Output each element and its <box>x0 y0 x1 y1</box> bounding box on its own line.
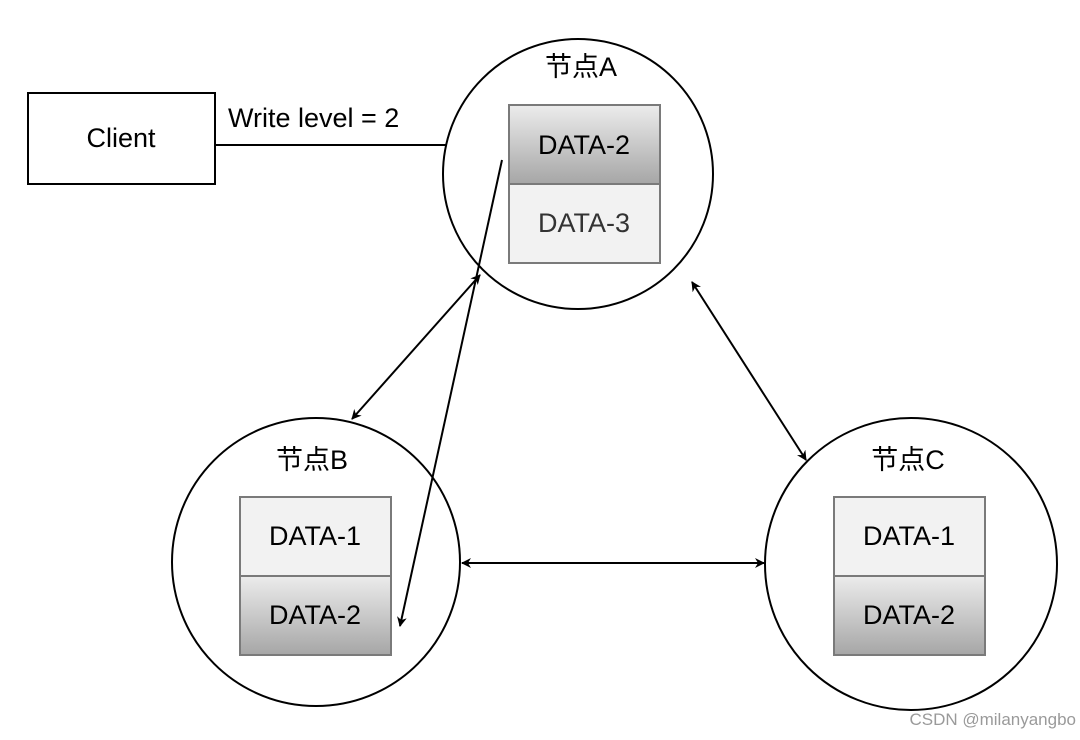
node-a: 节点A DATA-2 DATA-3 <box>442 38 714 310</box>
node-a-cell-2 <box>508 183 661 264</box>
node-b-title: 节点B <box>276 445 348 475</box>
node-b-cell-2 <box>239 575 392 656</box>
node-c: 节点C DATA-1 DATA-2 <box>764 417 1058 711</box>
node-a-title: 节点A <box>545 52 617 82</box>
node-c-cell-1 <box>833 496 986 577</box>
write-level-label: Write level = 2 <box>228 103 399 133</box>
node-a-node-b-link <box>351 274 481 420</box>
node-b-cell-2-label: DATA-2 <box>269 600 361 630</box>
node-b-cell-1 <box>239 496 392 577</box>
node-a-cell-1-label: DATA-2 <box>538 130 630 160</box>
node-c-title: 节点C <box>871 445 945 475</box>
node-b-cell-1-label: DATA-1 <box>269 521 361 551</box>
node-a-node-c-link <box>691 281 807 461</box>
node-c-cell-2-label: DATA-2 <box>863 600 955 630</box>
node-a-cell-2-label: DATA-3 <box>538 208 630 238</box>
node-c-cell-2 <box>833 575 986 656</box>
client-box: Client <box>27 92 216 185</box>
node-b: 节点B DATA-1 DATA-2 <box>171 417 461 707</box>
watermark: CSDN @milanyangbo <box>909 710 1076 729</box>
replication-a-to-b-arrow <box>397 159 503 627</box>
node-c-cell-1-label: DATA-1 <box>863 521 955 551</box>
client-label: Client <box>86 123 156 153</box>
